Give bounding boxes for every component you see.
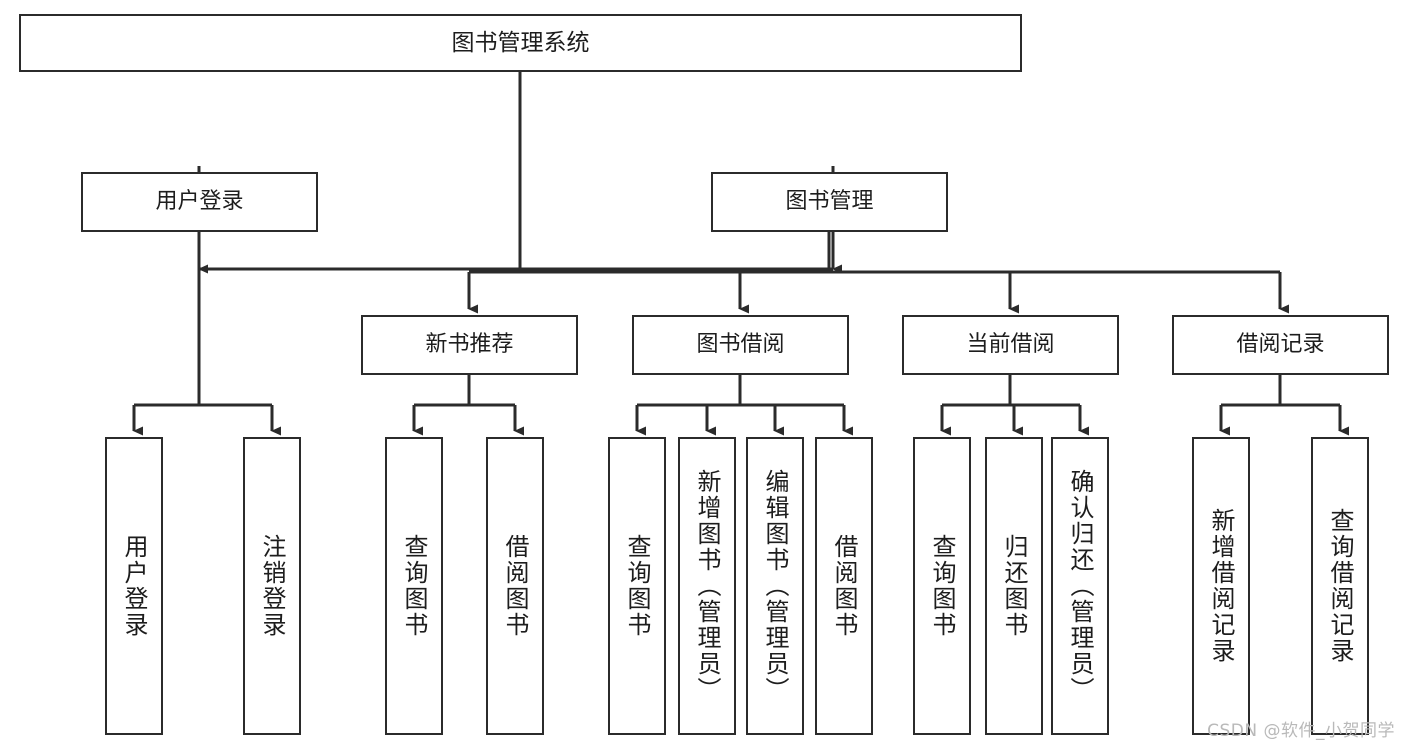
node-leaf-edit-book-label: 编辑图书（管理员） bbox=[761, 469, 789, 703]
node-leaf-query-book-3[interactable]: 查询图书 bbox=[913, 437, 971, 735]
node-leaf-add-book-label: 新增图书（管理员） bbox=[693, 469, 721, 703]
node-leaf-borrow-book-2[interactable]: 借阅图书 bbox=[815, 437, 873, 735]
node-leaf-add-record[interactable]: 新增借阅记录 bbox=[1192, 437, 1250, 735]
node-new-book-recommend-label: 新书推荐 bbox=[425, 332, 514, 358]
edge-borrow-to-leaves bbox=[635, 375, 853, 436]
node-book-manage[interactable]: 图书管理 bbox=[711, 172, 948, 232]
node-book-borrow[interactable]: 图书借阅 bbox=[632, 315, 849, 375]
node-user-login-label: 用户登录 bbox=[155, 189, 244, 215]
node-leaf-return-book[interactable]: 归还图书 bbox=[985, 437, 1043, 735]
node-leaf-query-book-1-label: 查询图书 bbox=[400, 534, 428, 638]
node-leaf-add-record-label: 新增借阅记录 bbox=[1207, 508, 1235, 664]
node-leaf-borrow-book-1-label: 借阅图书 bbox=[501, 534, 529, 638]
node-leaf-confirm-return[interactable]: 确认归还（管理员） bbox=[1051, 437, 1109, 735]
node-leaf-edit-book[interactable]: 编辑图书（管理员） bbox=[746, 437, 804, 735]
node-leaf-add-book[interactable]: 新增图书（管理员） bbox=[678, 437, 736, 735]
node-leaf-query-record-label: 查询借阅记录 bbox=[1326, 508, 1354, 664]
edge-user-login-to-leaves bbox=[132, 232, 281, 436]
edge-current-to-leaves bbox=[940, 375, 1089, 436]
node-book-borrow-label: 图书借阅 bbox=[696, 332, 785, 358]
node-root-label: 图书管理系统 bbox=[451, 29, 590, 56]
node-current-borrow[interactable]: 当前借阅 bbox=[902, 315, 1119, 375]
node-leaf-logout[interactable]: 注销登录 bbox=[243, 437, 301, 735]
node-borrow-record-label: 借阅记录 bbox=[1236, 332, 1325, 358]
edge-book-manage-to-level3 bbox=[467, 232, 1289, 314]
node-leaf-logout-label: 注销登录 bbox=[258, 534, 286, 638]
node-borrow-record[interactable]: 借阅记录 bbox=[1172, 315, 1389, 375]
node-leaf-borrow-book-2-label: 借阅图书 bbox=[830, 534, 858, 638]
node-leaf-query-book-2[interactable]: 查询图书 bbox=[608, 437, 666, 735]
edge-record-to-leaves bbox=[1219, 375, 1349, 436]
node-leaf-user-login-label: 用户登录 bbox=[120, 534, 148, 638]
edge-recommend-to-leaves bbox=[412, 375, 524, 436]
node-leaf-return-book-label: 归还图书 bbox=[1000, 534, 1028, 638]
node-leaf-query-book-2-label: 查询图书 bbox=[623, 534, 651, 638]
node-root-system[interactable]: 图书管理系统 bbox=[19, 14, 1022, 72]
node-leaf-query-record[interactable]: 查询借阅记录 bbox=[1311, 437, 1369, 735]
node-current-borrow-label: 当前借阅 bbox=[966, 332, 1055, 358]
node-leaf-user-login[interactable]: 用户登录 bbox=[105, 437, 163, 735]
node-leaf-confirm-return-label: 确认归还（管理员） bbox=[1066, 469, 1094, 703]
node-user-login[interactable]: 用户登录 bbox=[81, 172, 318, 232]
node-leaf-query-book-3-label: 查询图书 bbox=[928, 534, 956, 638]
csdn-watermark: CSDN @软件_小贺同学 bbox=[1207, 721, 1395, 741]
node-book-manage-label: 图书管理 bbox=[785, 189, 874, 215]
node-leaf-borrow-book-1[interactable]: 借阅图书 bbox=[486, 437, 544, 735]
node-new-book-recommend[interactable]: 新书推荐 bbox=[361, 315, 578, 375]
node-leaf-query-book-1[interactable]: 查询图书 bbox=[385, 437, 443, 735]
